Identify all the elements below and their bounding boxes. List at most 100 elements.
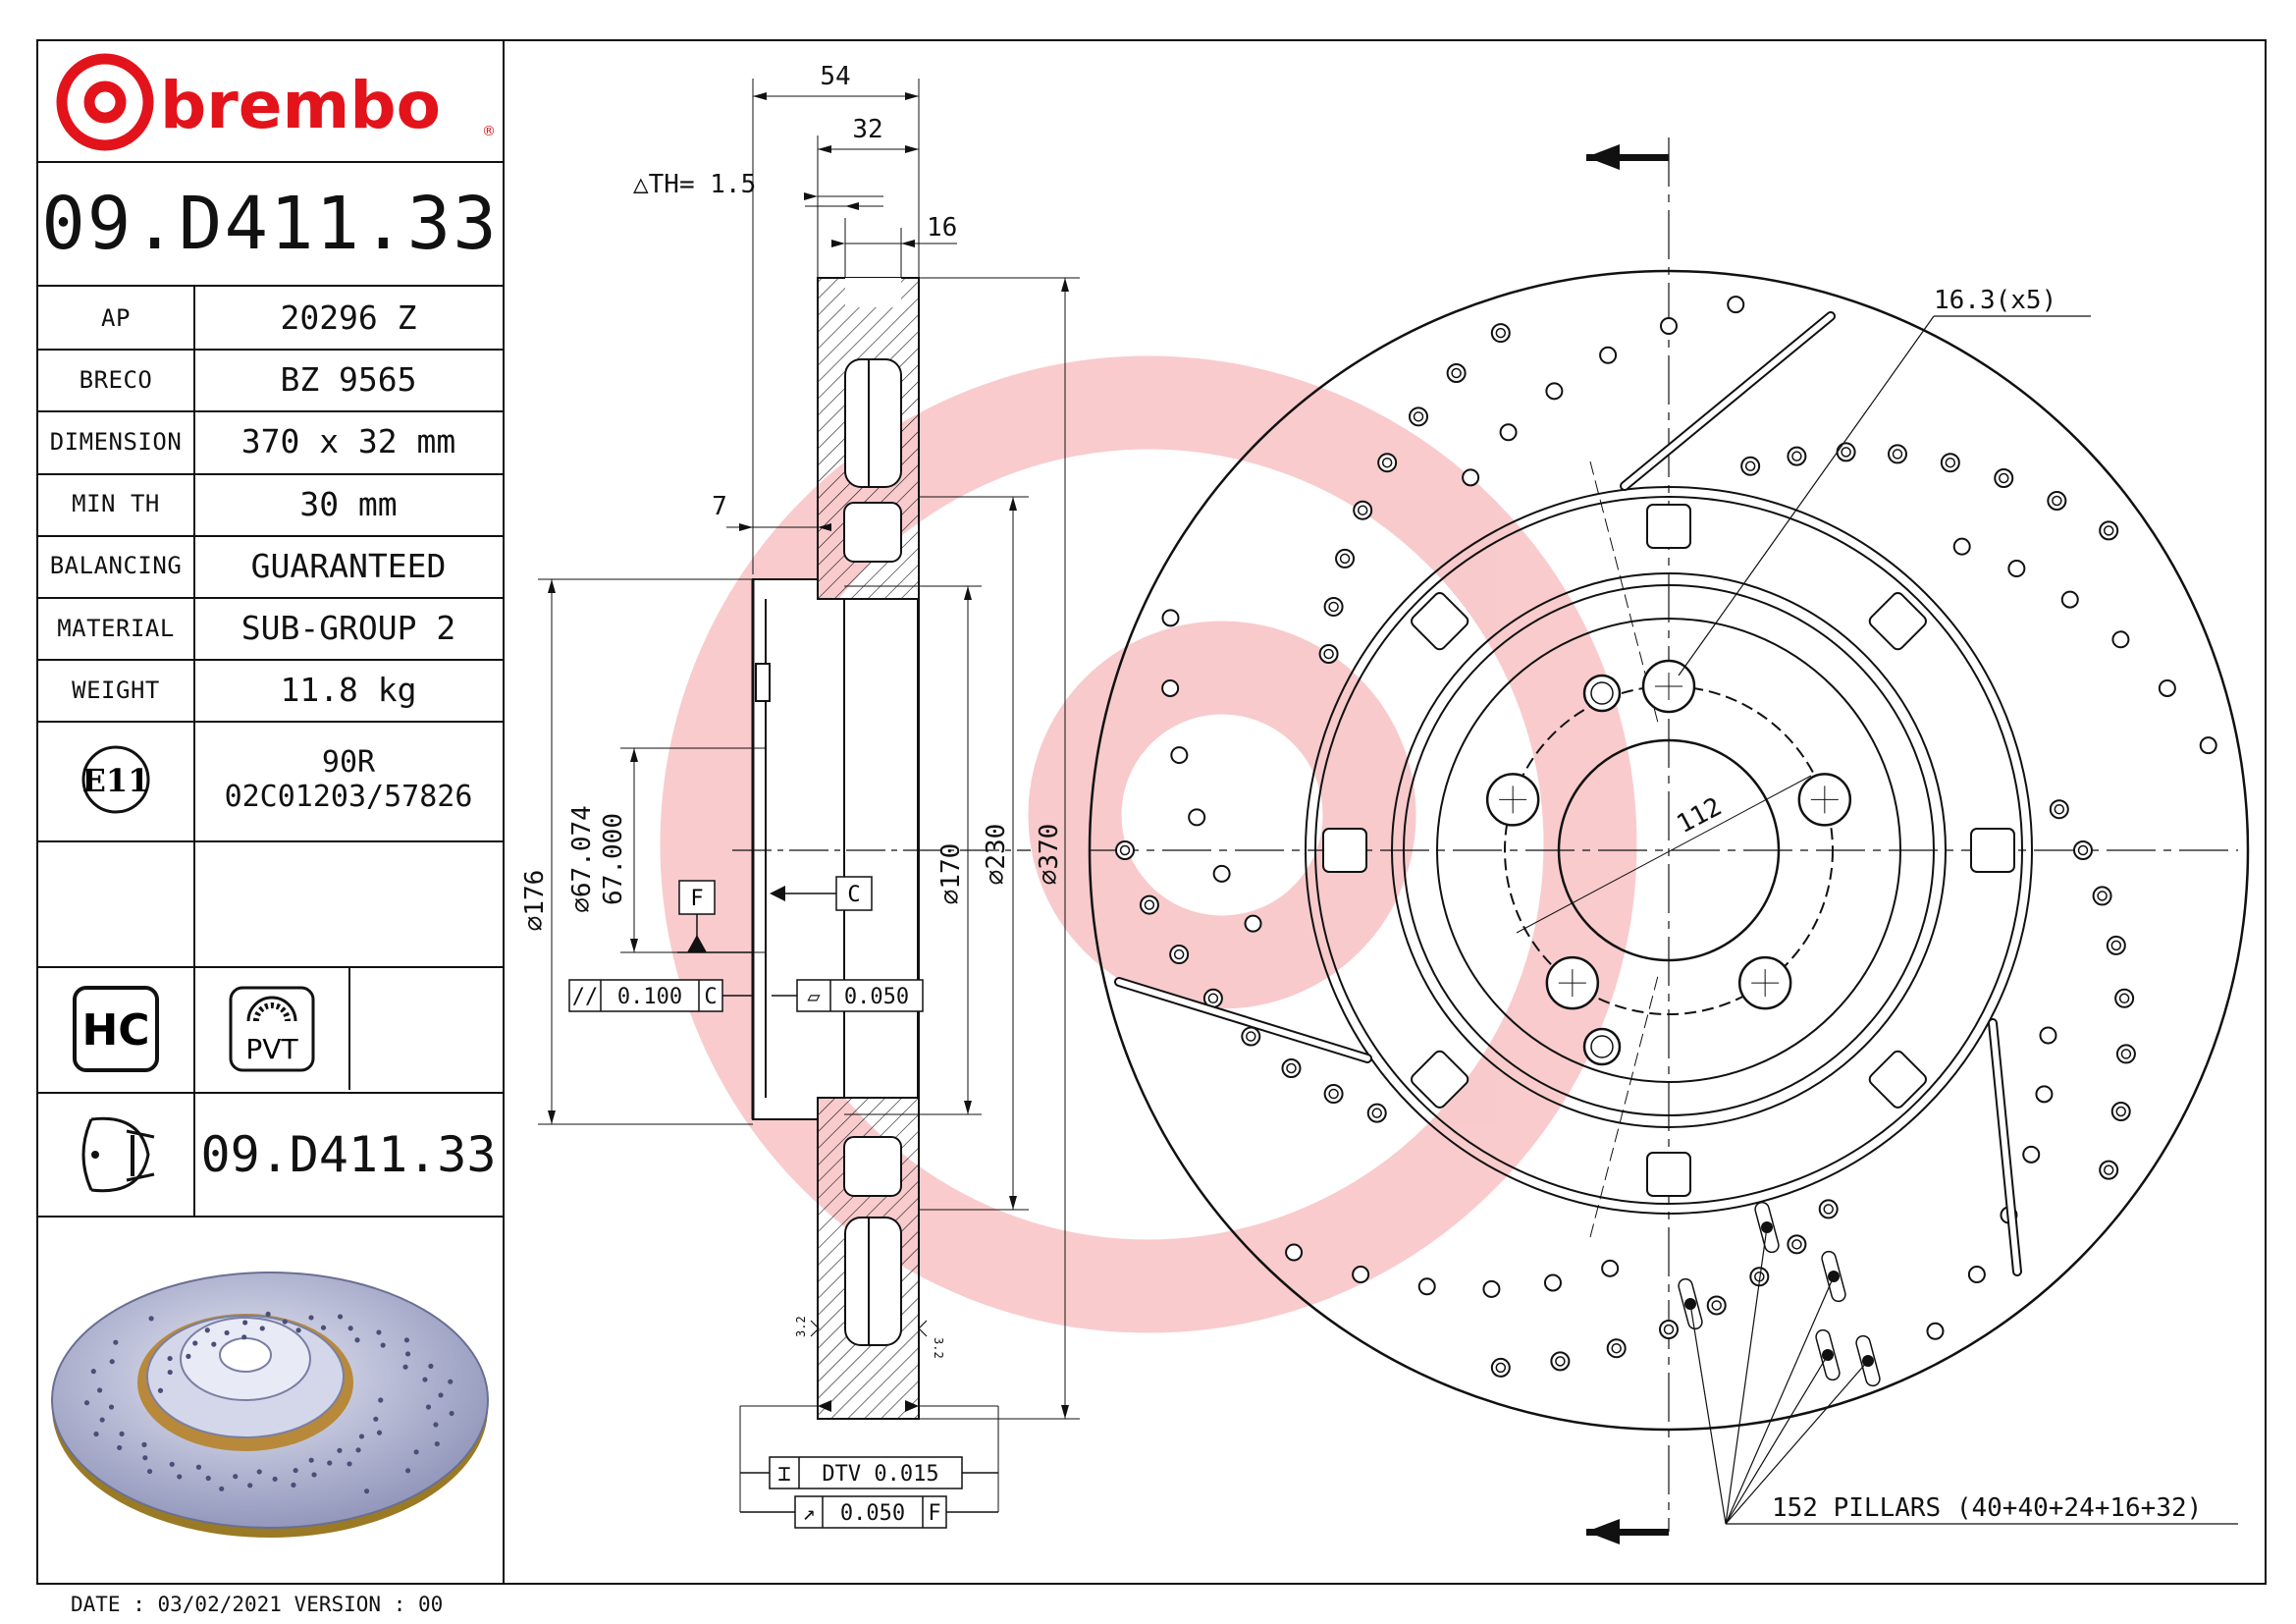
spec-label: MIN TH	[72, 490, 160, 518]
drill-hole-inner	[2052, 495, 2062, 507]
render-dot	[242, 1320, 248, 1326]
render-dot	[247, 1483, 253, 1489]
svg-text:F: F	[690, 887, 703, 911]
drill-hole-inner	[1791, 1239, 1802, 1250]
drill-hole-inner	[1451, 367, 1462, 379]
tolerance-dtv: ⌶ DTV 0.015	[740, 1456, 998, 1489]
spec-label: AP	[101, 303, 131, 332]
render-dot	[142, 1455, 148, 1461]
drill-hole-icon	[1550, 1351, 1571, 1372]
e-mark-icon: E11	[81, 745, 150, 814]
drill-hole-icon	[2106, 935, 2126, 955]
drill-hole-inner	[1144, 899, 1155, 910]
render-dot	[354, 1337, 360, 1343]
render-dot	[259, 1326, 265, 1331]
drill-hole-icon	[1727, 296, 1745, 314]
drill-hole-icon	[2115, 1044, 2136, 1064]
drill-hole-icon	[1545, 382, 1564, 401]
drill-hole-icon	[2049, 799, 2069, 820]
drill-hole-icon	[1490, 1357, 1511, 1378]
drill-hole-icon	[1281, 1058, 1302, 1078]
hat-tab	[1411, 1050, 1469, 1109]
svg-text://: //	[572, 985, 599, 1009]
svg-text:3.2: 3.2	[794, 1316, 808, 1337]
pcd-label: 112	[1672, 792, 1727, 840]
datum-f: F	[677, 880, 753, 953]
drill-hole-inner	[1323, 648, 1334, 660]
drill-hole-icon	[1169, 945, 1190, 965]
render-dot	[413, 1449, 419, 1455]
drill-hole-inner	[2054, 803, 2065, 815]
spec-label: DIMENSION	[49, 427, 183, 456]
render-dot	[291, 1482, 296, 1489]
locating-hole-icon	[1582, 1027, 1622, 1066]
disc-thumbnail-icon-cell	[38, 1094, 193, 1216]
drill-hole-inner	[2118, 993, 2130, 1004]
date-version: DATE : 03/02/2021 VERSION : 00	[71, 1593, 444, 1616]
render-dot	[347, 1461, 352, 1467]
drill-hole-inner	[1999, 472, 2009, 484]
drill-hole-icon	[1353, 500, 1373, 520]
drill-hole-inner	[1339, 553, 1351, 565]
hat-tab	[1646, 504, 1691, 549]
svg-text:3.2: 3.2	[932, 1337, 945, 1359]
spec-value: BZ 9565	[280, 360, 417, 400]
drill-hole-inner	[2115, 1106, 2126, 1117]
render-dot	[311, 1472, 317, 1478]
locating-hole-inner	[1590, 681, 1614, 705]
dim-th: △TH= 1.5	[633, 170, 756, 199]
render-dot	[363, 1489, 370, 1494]
svg-text:0.050: 0.050	[840, 1501, 905, 1526]
render-dot	[108, 1404, 115, 1410]
drill-hole-icon	[1417, 1277, 1436, 1296]
bolt-holes	[1485, 659, 1852, 1066]
drill-hole-icon	[1967, 1266, 1986, 1284]
render-dot	[99, 1417, 105, 1423]
drill-hole-icon	[1161, 609, 1180, 627]
drill-hole-icon	[2022, 1145, 2041, 1164]
svg-text:®: ®	[482, 124, 496, 139]
render-dot	[327, 1460, 333, 1466]
drill-hole-inner	[1173, 948, 1185, 960]
render-dot	[433, 1422, 439, 1428]
spec-label: BRECO	[79, 365, 153, 394]
drill-hole-inner	[1371, 1108, 1382, 1118]
front-view-labels: 16.3(x5) 112 152 PILLARS (40+40+24+16+32…	[1672, 286, 2238, 1525]
svg-text:⌶: ⌶	[777, 1462, 790, 1487]
dimension-arrows	[548, 92, 1069, 1419]
drill-hole-icon	[2047, 491, 2067, 512]
dim-dia370: ⌀370	[1035, 824, 1064, 886]
drill-hole-inner	[1381, 457, 1393, 468]
drill-hole-inner	[1663, 1324, 1675, 1335]
drill-hole-icon	[2099, 1160, 2119, 1180]
drill-hole-icon	[1323, 596, 1344, 617]
render-dot	[224, 1329, 230, 1336]
pillar-leader	[1725, 1360, 1869, 1525]
spec-label: WEIGHT	[72, 676, 160, 704]
drill-hole-inner	[1246, 1031, 1256, 1042]
front-view	[1088, 137, 2250, 1532]
svg-text:0.050: 0.050	[844, 985, 909, 1009]
drill-hole-icon	[2039, 1026, 2057, 1045]
hc-icon: HC	[73, 986, 159, 1072]
section-arrows	[1586, 144, 1669, 1544]
dim-7: 7	[712, 492, 727, 521]
svg-text:↗: ↗	[802, 1501, 815, 1526]
spec-label: MATERIAL	[57, 614, 175, 642]
dim-16: 16	[927, 213, 957, 243]
drill-hole-icon	[1323, 1084, 1344, 1105]
svg-text:PVT: PVT	[245, 1033, 298, 1065]
render-dot	[265, 1311, 271, 1318]
drill-hole-inner	[1711, 1300, 1722, 1311]
svg-text:C: C	[847, 883, 860, 907]
drill-hole-icon	[1241, 1026, 1261, 1047]
drill-hole-icon	[1446, 362, 1467, 383]
drill-hole-inner	[1555, 1356, 1566, 1367]
drill-hole-inner	[2077, 844, 2089, 856]
render-dot	[192, 1340, 198, 1346]
disc-section-icon	[81, 1116, 155, 1193]
drill-hole-icon	[1115, 840, 1135, 860]
drill-hole-icon	[1139, 894, 1159, 915]
drill-hole-inner	[1328, 601, 1339, 613]
drill-hole-icon	[2099, 520, 2119, 541]
